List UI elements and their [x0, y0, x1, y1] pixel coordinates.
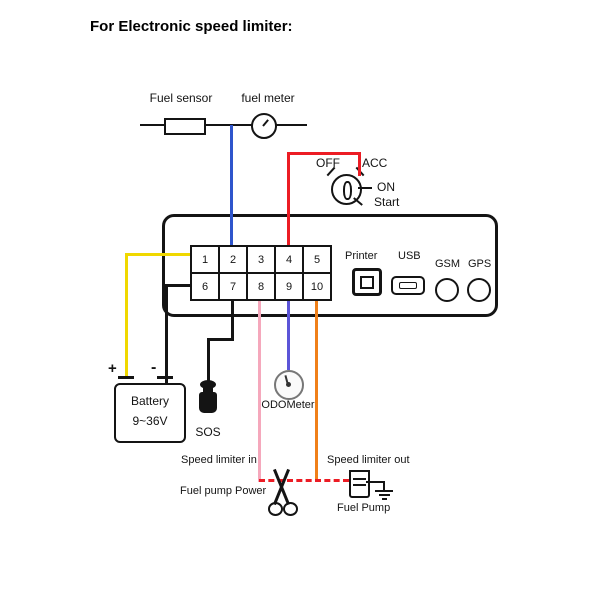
- speed-limiter-out-wire: [315, 299, 318, 482]
- fuel-pump-icon: [349, 470, 370, 498]
- acc-wire-to-switch: [358, 152, 361, 176]
- gps-antenna-icon: [467, 278, 491, 302]
- usb-port-icon: [391, 276, 425, 295]
- connector-grid: 1 2 3 4 5 6 7 8 9 10: [190, 245, 332, 301]
- speed-limiter-in-label: Speed limiter in: [181, 454, 257, 466]
- speed-limiter-in-wire: [258, 299, 261, 482]
- fuel-meter-gauge-icon: [251, 113, 277, 139]
- speed-limiter-out-label: Speed limiter out: [327, 454, 410, 466]
- fuel-meter-label: fuel meter: [241, 91, 295, 105]
- battery-plus-sign: +: [108, 360, 117, 377]
- usb-port-label: USB: [398, 250, 421, 262]
- ground-link-line: [366, 481, 384, 483]
- sos-wire-vertical-2: [207, 338, 210, 383]
- sos-label: SOS: [195, 425, 221, 439]
- pin-9: 9: [275, 273, 303, 300]
- pin-8: 8: [247, 273, 275, 300]
- acc-wire-vertical: [287, 152, 290, 246]
- odometer-hub: [286, 382, 291, 387]
- fuel-circuit-line: [140, 124, 307, 126]
- ground-stem: [383, 481, 385, 490]
- fuel-pump-fill-line-1: [353, 478, 366, 480]
- page-title: For Electronic speed limiter:: [90, 18, 293, 35]
- printer-port-inner: [360, 275, 374, 289]
- fuel-sensor-icon: [164, 118, 206, 135]
- pin-6: 6: [191, 273, 219, 300]
- gps-label: GPS: [468, 258, 492, 270]
- battery-negative-wire-horizontal: [165, 284, 190, 287]
- fuel-pump-power-cut-wire: [259, 479, 349, 482]
- printer-port-icon: [352, 268, 382, 296]
- sos-wire-horizontal: [207, 338, 234, 341]
- pin-7: 7: [219, 273, 247, 300]
- battery-minus-terminal: [157, 376, 173, 379]
- battery-positive-wire-vertical: [125, 253, 128, 378]
- gsm-antenna-icon: [435, 278, 459, 302]
- fuel-pump-label: Fuel Pump: [337, 502, 391, 514]
- ignition-on-label: ON: [377, 180, 395, 194]
- ground-bar-1: [375, 490, 393, 492]
- pin-1: 1: [191, 246, 219, 273]
- scissors-handle-2: [268, 502, 283, 516]
- scissors-icon: [264, 468, 300, 516]
- ground-bar-3: [382, 498, 387, 500]
- battery-minus-sign: -: [151, 359, 157, 376]
- pin-10: 10: [303, 273, 331, 300]
- sos-wire-vertical-1: [231, 299, 234, 341]
- gsm-label: GSM: [435, 258, 461, 270]
- fuel-pump-fill-line-2: [353, 484, 366, 486]
- battery-plus-terminal: [118, 376, 134, 379]
- usb-port-inner: [399, 282, 417, 289]
- acc-wire-horizontal: [287, 152, 361, 155]
- pin-2: 2: [219, 246, 247, 273]
- odometer-label: ODOMeter: [261, 399, 315, 411]
- fuel-sensor-label: Fuel sensor: [149, 91, 213, 105]
- pin-5: 5: [303, 246, 331, 273]
- scissors-handle-1: [283, 502, 298, 516]
- printer-port-label: Printer: [345, 250, 378, 262]
- sos-button-knob-icon: [200, 380, 216, 389]
- battery-name: Battery: [130, 394, 169, 408]
- ignition-start-label: Start: [374, 195, 400, 209]
- sos-button-neck-icon: [203, 386, 213, 394]
- sos-button-body-icon: [199, 392, 217, 413]
- battery-voltage: 9~36V: [132, 414, 168, 428]
- odometer-wire: [287, 299, 290, 370]
- ignition-off-label: OFF: [316, 156, 340, 170]
- battery-negative-wire-vertical: [165, 284, 168, 383]
- battery-box: Battery 9~36V: [114, 383, 186, 443]
- fuel-meter-needle: [262, 119, 269, 127]
- odometer-gauge-icon: [274, 370, 304, 400]
- fuel-sensor-wire: [230, 125, 233, 246]
- ignition-tick-on: [358, 187, 372, 189]
- fuel-pump-power-label: Fuel pump Power: [180, 485, 267, 497]
- ground-bar-2: [379, 494, 390, 496]
- pin-3: 3: [247, 246, 275, 273]
- ignition-key-slot: [343, 181, 352, 200]
- battery-positive-wire-horizontal: [125, 253, 190, 256]
- ignition-acc-label: ACC: [362, 156, 388, 170]
- pin-4: 4: [275, 246, 303, 273]
